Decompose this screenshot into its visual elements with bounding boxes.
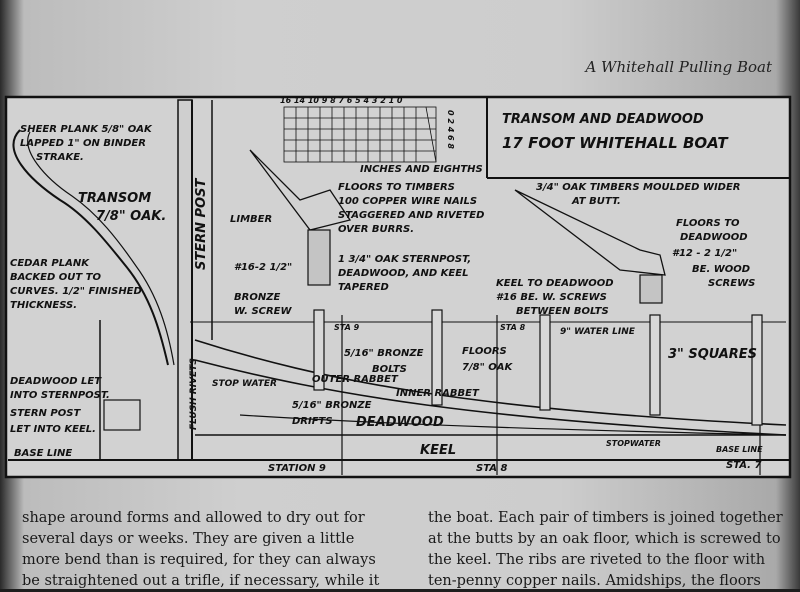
label-bronze-bolts-2: BOLTS xyxy=(372,364,407,375)
label-sternpost-desc-1: 1 3/4" OAK STERNPOST, xyxy=(338,254,471,265)
label-transom-oak: 7/8" OAK. xyxy=(96,209,166,224)
label-sta8-bottom: STA 8 xyxy=(476,463,507,474)
label-sta8: STA 8 xyxy=(500,323,526,332)
deadwood-drawing: TRANSOM AND DEADWOOD 17 FOOT WHITEHALL B… xyxy=(0,90,800,480)
label-floors-deadwood-2: DEADWOOD xyxy=(680,232,748,243)
label-sta7: STA. 7 xyxy=(726,460,761,471)
label-thickness: THICKNESS. xyxy=(10,300,77,311)
drawing-svg: TRANSOM AND DEADWOOD 17 FOOT WHITEHALL B… xyxy=(4,95,792,479)
title-line-1: TRANSOM AND DEADWOOD xyxy=(502,112,704,127)
deadwood-lower-line xyxy=(239,414,787,436)
text-column-left: shape around forms and allowed to dry ou… xyxy=(22,508,402,592)
text-line: at the butts by an oak floor, which is s… xyxy=(428,531,781,547)
label-keel-deadwood-3: BETWEEN BOLTS xyxy=(516,306,609,317)
label-floors-timbers-3: STAGGERED AND RIVETED xyxy=(338,210,484,221)
label-floors-oak-1: FLOORS xyxy=(462,346,507,357)
label-floors-timbers-4: OVER BURRS. xyxy=(338,224,414,235)
label-sheer-plank: SHEER PLANK 5/8" OAK xyxy=(20,124,153,135)
midship-floor-detail xyxy=(514,189,666,276)
text-line: several days or weeks. They are given a … xyxy=(22,531,355,547)
scale-side: 0 2 4 6 8 xyxy=(446,110,455,149)
label-oak-timbers-1: 3/4" OAK TIMBERS MOULDED WIDER xyxy=(536,182,741,193)
label-let-into-keel: LET INTO KEEL. xyxy=(10,424,96,435)
scale-caption: INCHES AND EIGHTHS xyxy=(360,164,483,175)
timbers xyxy=(313,309,763,426)
label-sta9: STA 9 xyxy=(334,323,360,332)
text-line: the keel. The ribs are riveted to the fl… xyxy=(428,552,766,568)
label-stern-post: STERN POST xyxy=(194,178,209,270)
label-squares: 3" SQUARES xyxy=(668,347,757,362)
label-floors-timbers-1: FLOORS TO TIMBERS xyxy=(338,182,455,193)
stern-floor-detail xyxy=(249,149,352,231)
label-strake: STRAKE. xyxy=(36,152,84,163)
label-stop-water: STOP WATER xyxy=(212,379,277,389)
title-line-2: 17 FOOT WHITEHALL BOAT xyxy=(502,134,729,152)
label-deadwood: DEADWOOD xyxy=(356,415,444,430)
label-sternpost-desc-2: DEADWOOD, AND KEEL xyxy=(338,268,468,279)
label-screw-3: W. SCREW xyxy=(234,306,293,317)
text-line: ten-penny copper nails. Amidships, the f… xyxy=(428,573,761,589)
label-screw-1: #16-2 1/2" xyxy=(234,262,292,273)
scale-grid xyxy=(283,106,437,163)
scale-numbers: 16 14 10 9 8 7 6 5 4 3 2 1 0 xyxy=(280,96,403,105)
label-sternpost-desc-3: TAPERED xyxy=(338,282,389,293)
label-floors-deadwood-3: #12 - 2 1/2" xyxy=(672,248,737,259)
label-screw-2: BRONZE xyxy=(234,292,280,303)
label-floors-oak-2: 7/8" OAK xyxy=(462,362,514,373)
text-line: the boat. Each pair of timbers is joined… xyxy=(428,510,783,526)
text-line: more bend than is required, for they can… xyxy=(22,552,376,568)
deadwood-joint-detail xyxy=(103,399,141,431)
label-curves: CURVES. 1/2" FINISHED xyxy=(10,286,142,297)
label-stopwater: STOPWATER xyxy=(606,439,661,448)
transom-outer-curve xyxy=(12,129,169,366)
label-floors-deadwood-4: BE. WOOD xyxy=(692,264,750,275)
label-bronze-bolts-1: 5/16" BRONZE xyxy=(344,348,424,359)
label-bronze-drifts-1: 5/16" BRONZE xyxy=(292,400,372,411)
label-water-line: 9" WATER LINE xyxy=(560,327,636,337)
label-keel-deadwood-1: KEEL TO DEADWOOD xyxy=(496,278,614,289)
label-inner-rabbet: INNER RABBET xyxy=(396,388,480,399)
label-cedar-plank: CEDAR PLANK xyxy=(10,258,90,269)
label-deadwood-let: DEADWOOD LET xyxy=(10,376,102,387)
label-stern-post-let: STERN POST xyxy=(10,408,81,419)
label-base-line: BASE LINE xyxy=(14,448,72,459)
text-column-right: the boat. Each pair of timbers is joined… xyxy=(428,508,800,592)
inner-rabbet-line xyxy=(194,359,787,436)
label-into-sternpost: INTO STERNPOST. xyxy=(10,390,110,401)
transom-inner-curve xyxy=(27,131,175,366)
running-head: A Whitehall Pulling Boat xyxy=(585,58,772,76)
label-base-line-right: BASE LINE xyxy=(716,445,763,454)
label-transom: TRANSOM xyxy=(78,191,151,206)
text-line: shape around forms and allowed to dry ou… xyxy=(22,510,365,526)
label-keel-deadwood-2: #16 BE. W. SCREWS xyxy=(496,292,607,303)
label-station9: STATION 9 xyxy=(268,463,326,474)
label-bronze-drifts-2: DRIFTS xyxy=(292,416,333,427)
label-oak-timbers-2: AT BUTT. xyxy=(571,196,621,207)
label-floors-timbers-2: 100 COPPER WIRE NAILS xyxy=(338,196,477,207)
label-flush-rivets: FLUSH RIVETS xyxy=(189,358,199,430)
label-floors-deadwood-1: FLOORS TO xyxy=(676,218,740,229)
label-lapped: LAPPED 1" ON BINDER xyxy=(20,138,146,149)
outer-rabbet-line xyxy=(194,339,787,426)
label-limber: LIMBER xyxy=(230,214,272,225)
label-outer-rabbet: OUTER RABBET xyxy=(312,374,399,385)
text-line: be straightened out a trifle, if necessa… xyxy=(22,573,380,589)
label-floors-deadwood-5: SCREWS xyxy=(708,278,755,289)
label-backed-out: BACKED OUT TO xyxy=(10,272,102,283)
label-keel: KEEL xyxy=(420,443,456,458)
